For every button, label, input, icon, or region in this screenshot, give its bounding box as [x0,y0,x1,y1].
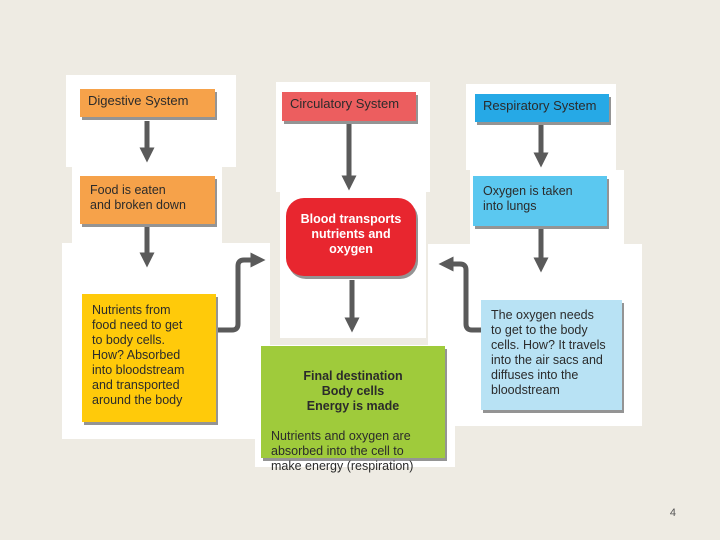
food-eaten-box: Food is eaten and broken down [80,176,215,224]
oxygen-needs-box: The oxygen needs to get to the body cell… [481,300,622,410]
digestive-system-header: Digestive System [80,89,215,117]
nutrients-box: Nutrients from food need to get to body … [82,294,216,422]
arrow-nutrients-to-blood [218,252,266,333]
final-destination-title: Final destination Body cells Energy is m… [303,369,403,413]
oxygen-taken-box: Oxygen is taken into lungs [473,176,607,226]
final-destination-body: Nutrients and oxygen are absorbed into t… [271,429,414,473]
final-destination-box: Final destination Body cells Energy is m… [261,346,445,473]
page-number: 4 [669,507,676,519]
arrow-needs-to-blood [438,256,486,333]
respiratory-system-header: Respiratory System [475,94,609,122]
circulatory-system-header: Circulatory System [282,92,416,121]
blood-transports-box: Blood transports nutrients and oxygen [286,198,416,276]
